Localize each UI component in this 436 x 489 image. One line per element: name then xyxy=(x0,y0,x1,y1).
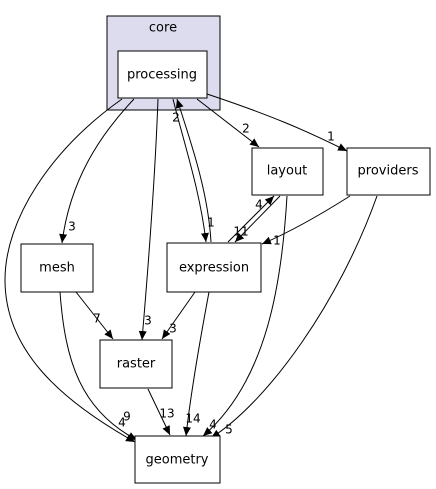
node-raster-box[interactable] xyxy=(99,339,173,389)
edge-label-processing-raster: 3 xyxy=(144,314,152,328)
edges: 2 1 3 1 2 3 4 4 11 1 3 14 xyxy=(4,93,378,443)
node-processing[interactable]: processing xyxy=(117,50,208,99)
node-geometry[interactable]: geometry xyxy=(134,435,221,484)
edge-mesh-raster xyxy=(75,291,114,340)
nodes: processing layout providers mesh express… xyxy=(20,50,431,484)
edge-processing-expression xyxy=(172,98,209,243)
node-expression-label[interactable]: expression xyxy=(179,261,249,276)
node-mesh-label[interactable]: mesh xyxy=(39,261,75,276)
edge-providers-expression xyxy=(261,195,351,245)
edge-raster-geometry xyxy=(147,388,171,436)
edge-mesh-geometry xyxy=(59,291,138,441)
edge-layout-expression xyxy=(234,195,281,243)
node-geometry-label[interactable]: geometry xyxy=(145,453,208,468)
edge-label-raster-geometry: 13 xyxy=(159,407,174,421)
edge-label-mesh-geometry: 9 xyxy=(123,410,131,424)
node-expression-box[interactable] xyxy=(166,242,262,293)
node-layout-label[interactable]: layout xyxy=(267,164,308,179)
edge-processing-layout xyxy=(196,98,260,148)
edge-expression-processing xyxy=(175,98,212,243)
edge-expression-raster xyxy=(161,291,196,340)
edge-expression-geometry xyxy=(183,291,210,437)
edge-label-providers-expression: 1 xyxy=(273,234,281,248)
edge-processing-providers xyxy=(206,93,348,152)
edge-label-mesh-raster: 7 xyxy=(93,312,101,326)
edge-processing-raster xyxy=(138,98,159,341)
edge-label-processing-geometry: 4 xyxy=(118,416,126,430)
node-geometry-box[interactable] xyxy=(134,435,221,484)
node-providers[interactable]: providers xyxy=(346,147,431,196)
node-raster-label[interactable]: raster xyxy=(117,357,156,372)
edge-label-expression-geometry: 14 xyxy=(185,412,200,426)
edge-label-layout-geometry: 4 xyxy=(209,418,217,432)
edge-processing-geometry xyxy=(4,98,136,443)
node-layout-box[interactable] xyxy=(251,147,324,196)
edge-label-expression-layout: 4 xyxy=(255,198,263,212)
node-providers-box[interactable] xyxy=(346,147,431,196)
edge-label-processing-expression: 1 xyxy=(207,216,215,230)
node-processing-box[interactable] xyxy=(117,50,208,99)
node-mesh[interactable]: mesh xyxy=(20,243,94,293)
edge-providers-geometry xyxy=(210,195,378,439)
edge-label-processing-providers: 1 xyxy=(327,130,335,144)
edge-label-processing-layout: 2 xyxy=(242,122,250,136)
node-processing-label[interactable]: processing xyxy=(127,68,197,83)
node-layout[interactable]: layout xyxy=(251,147,324,196)
edge-layout-geometry xyxy=(202,195,288,437)
node-providers-label[interactable]: providers xyxy=(358,164,419,179)
edge-label-expression-raster: 3 xyxy=(169,322,177,336)
node-mesh-box[interactable] xyxy=(20,243,94,293)
edge-label-layout-expression: 11 xyxy=(233,225,248,239)
node-expression[interactable]: expression xyxy=(166,242,262,293)
edge-processing-mesh xyxy=(59,98,135,244)
node-raster[interactable]: raster xyxy=(99,339,173,389)
cluster-core-label: core xyxy=(149,21,177,36)
edge-label-processing-mesh: 3 xyxy=(68,220,76,234)
edge-label-providers-geometry: 5 xyxy=(225,423,233,437)
edge-label-expression-processing: 2 xyxy=(172,111,180,125)
